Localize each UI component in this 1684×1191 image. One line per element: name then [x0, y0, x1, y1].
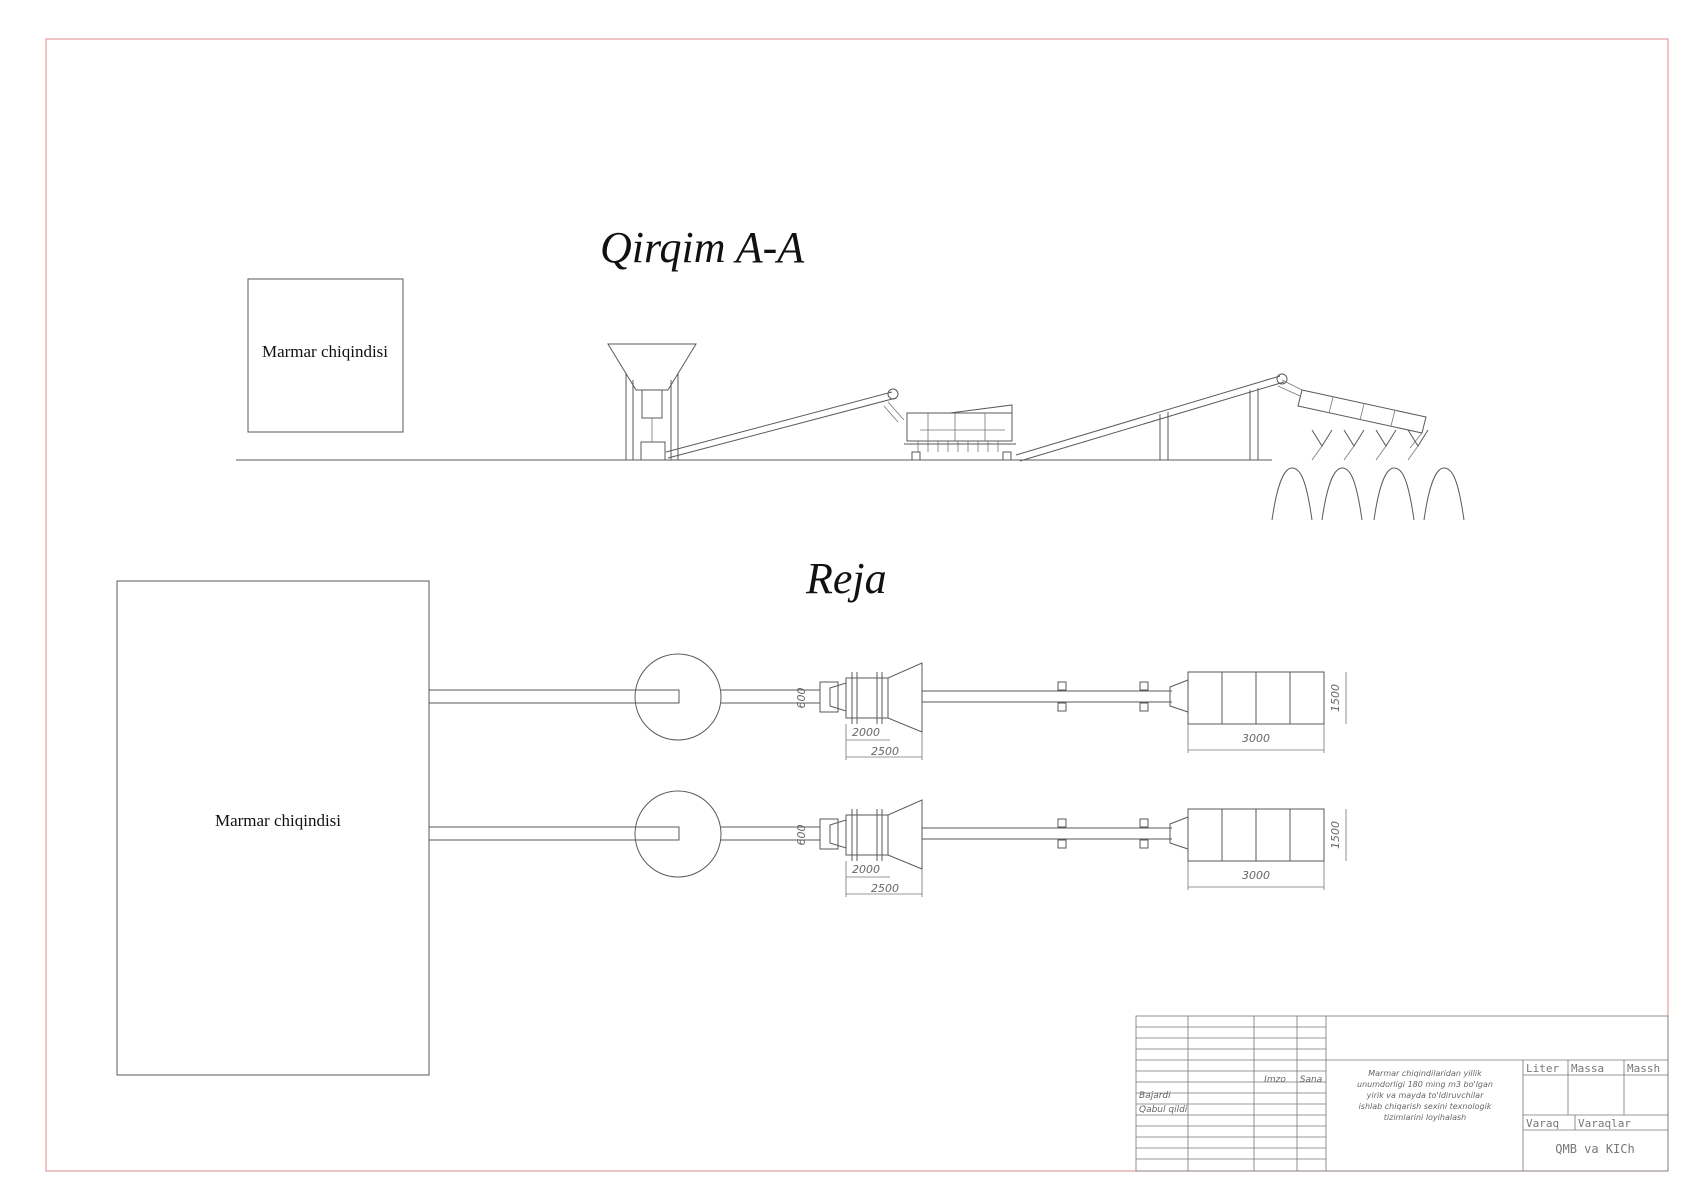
screen-unit — [883, 401, 1016, 461]
stamp-row-made: Bajardi — [1139, 1091, 1171, 1101]
dim-2500-2: 2500 — [871, 882, 899, 895]
stamp-org: QMB va KICh — [1555, 1142, 1634, 1156]
stamp-desc-line-1: Marmar chiqindilaridan yillik — [1368, 1069, 1482, 1078]
dim-2000-2: 2000 — [852, 863, 880, 876]
dim-2000-1: 2000 — [852, 726, 880, 739]
dim-600-1: 600 — [795, 688, 808, 709]
dim-600-2: 600 — [795, 825, 808, 846]
title-block — [1135, 1015, 1669, 1172]
stockpiles — [1271, 467, 1465, 521]
stamp-desc-line-4: ishlab chiqarish sexini texnologik — [1359, 1102, 1492, 1111]
stamp-col-signature: Imzo — [1264, 1075, 1286, 1085]
dim-1500-1: 1500 — [1329, 684, 1342, 712]
plan-line-1 — [428, 653, 1325, 741]
dim-3000-2: 3000 — [1242, 869, 1270, 882]
chutes — [1311, 429, 1429, 461]
sheet-frame — [45, 38, 1669, 1172]
stamp-col-liter: Liter — [1526, 1062, 1559, 1075]
dim-1500-2: 1500 — [1329, 821, 1342, 849]
stamp-desc-line-3: yirik va mayda to'ldiruvchilar — [1366, 1091, 1484, 1100]
conveyor-1 — [665, 388, 899, 459]
section-storage-box — [247, 278, 404, 433]
stamp-col-date: Sana — [1300, 1075, 1322, 1085]
section-title: Qirqim A-A — [600, 223, 805, 272]
stamp-description: Marmar chiqindilaridan yillik unumdorlig… — [1357, 1069, 1493, 1122]
hopper — [607, 343, 697, 461]
stamp-col-massa: Massa — [1571, 1062, 1604, 1075]
stamp-row-accepted: Qabul qildi — [1139, 1105, 1188, 1115]
stamp-col-varaqlar: Varaqlar — [1578, 1117, 1631, 1130]
output-screen — [1277, 379, 1427, 449]
section-storage-label: Marmar chiqindisi — [262, 342, 388, 361]
plan-line-2-dims: 600 2000 2500 3000 1500 — [795, 809, 1347, 897]
stamp-desc-line-5: tizimlarini loyihalash — [1384, 1113, 1466, 1122]
stamp-desc-line-2: unumdorligi 180 ming m3 bo'lgan — [1357, 1080, 1493, 1089]
stamp-col-varaq: Varaq — [1526, 1117, 1559, 1130]
plan-line-1-dims: 600 2000 2500 3000 1500 — [795, 672, 1347, 760]
plan-storage-label: Marmar chiqindisi — [215, 811, 341, 830]
conveyor-2 — [1015, 373, 1288, 462]
dim-2500-1: 2500 — [871, 745, 899, 758]
plan-line-2 — [428, 790, 1325, 878]
plan-title: Reja — [805, 554, 887, 603]
dim-3000-1: 3000 — [1242, 732, 1270, 745]
stamp-col-massh: Massh — [1627, 1062, 1660, 1075]
